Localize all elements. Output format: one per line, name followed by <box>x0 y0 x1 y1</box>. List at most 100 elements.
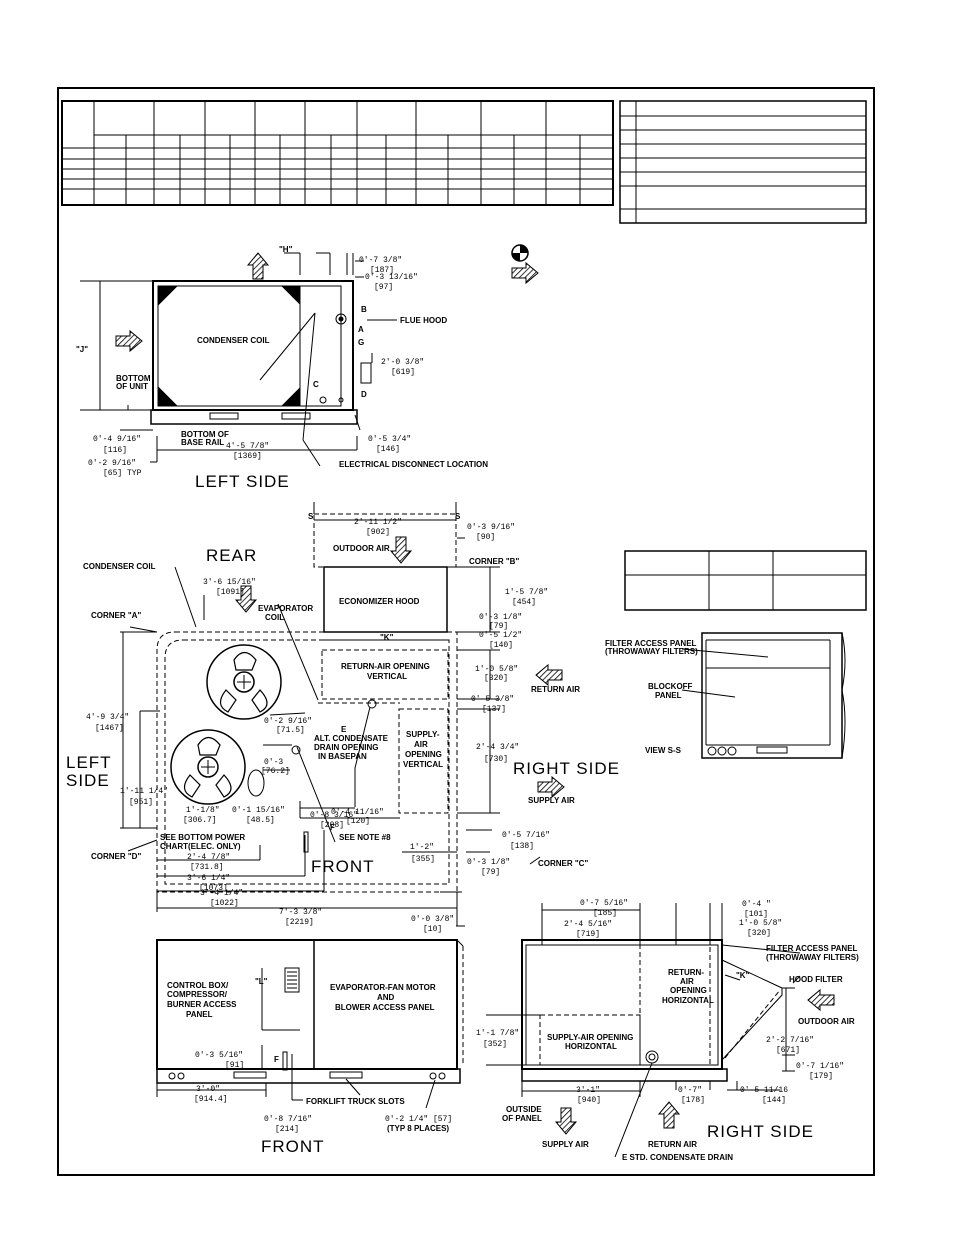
svg-text:[120]: [120] <box>346 817 370 826</box>
svg-text:[352]: [352] <box>483 1040 507 1049</box>
svg-text:ELECTRICAL DISCONNECT LOCATION: ELECTRICAL DISCONNECT LOCATION <box>339 460 488 469</box>
svg-text:[90]: [90] <box>476 533 495 542</box>
svg-text:0'-2 1/4" [57]: 0'-2 1/4" [57] <box>385 1115 452 1124</box>
svg-text:0'-8 7/16": 0'-8 7/16" <box>264 1115 312 1124</box>
svg-text:0'-5 1/2": 0'-5 1/2" <box>479 631 522 640</box>
svg-text:[91]: [91] <box>225 1061 244 1070</box>
svg-text:7'-3 3/8": 7'-3 3/8" <box>279 908 322 917</box>
svg-text:CHART(ELEC. ONLY): CHART(ELEC. ONLY) <box>160 842 241 851</box>
svg-text:[48.5]: [48.5] <box>246 816 275 825</box>
svg-text:HORIZONTAL: HORIZONTAL <box>565 1042 617 1051</box>
svg-text:CONTROL BOX/: CONTROL BOX/ <box>167 981 229 990</box>
rear-title: REAR <box>206 546 257 565</box>
svg-text:"K": "K" <box>736 971 750 980</box>
outdoor-air-arrow-right <box>807 989 835 1011</box>
svg-text:3'-6 15/16": 3'-6 15/16" <box>203 578 256 587</box>
svg-text:[619]: [619] <box>391 368 415 377</box>
svg-text:E STD. CONDENSATE DRAIN: E STD. CONDENSATE DRAIN <box>622 1153 733 1162</box>
left-side-title: LEFT SIDE <box>195 472 290 491</box>
svg-text:CONDENSER COIL: CONDENSER COIL <box>83 562 156 571</box>
left-title-1: LEFT <box>66 753 112 772</box>
view-ss-title: VIEW S-S <box>645 746 682 755</box>
svg-text:[214]: [214] <box>275 1125 299 1134</box>
svg-text:HORIZONTAL: HORIZONTAL <box>662 996 714 1005</box>
svg-text:G: G <box>358 338 364 347</box>
svg-text:VERTICAL: VERTICAL <box>403 760 443 769</box>
svg-text:1'-0 5/8": 1'-0 5/8" <box>475 665 518 674</box>
svg-text:"L": "L" <box>255 977 268 986</box>
svg-text:[902]: [902] <box>366 528 390 537</box>
svg-text:[76.2]: [76.2] <box>261 767 290 776</box>
svg-text:AIR: AIR <box>680 977 694 986</box>
svg-text:2'-2 7/16": 2'-2 7/16" <box>766 1036 814 1045</box>
supply-air-arrow-down <box>555 1107 577 1135</box>
svg-text:F: F <box>330 823 335 832</box>
svg-text:[1369]: [1369] <box>233 452 262 461</box>
center-of-gravity-icon <box>511 244 529 262</box>
svg-text:[454]: [454] <box>512 598 536 607</box>
svg-text:[10]: [10] <box>423 925 442 934</box>
supply-air-arrow <box>537 776 565 798</box>
return-air-arrow <box>535 664 563 686</box>
svg-text:COIL: COIL <box>265 613 284 622</box>
svg-text:[320]: [320] <box>484 674 508 683</box>
svg-text:SEE BOTTOM POWER: SEE BOTTOM POWER <box>160 833 245 842</box>
svg-text:3'-6 1/4": 3'-6 1/4" <box>187 874 230 883</box>
svg-text:AIR: AIR <box>414 740 428 749</box>
svg-text:[951]: [951] <box>129 798 153 807</box>
svg-text:0'-3 1/8": 0'-3 1/8" <box>467 858 510 867</box>
svg-text:0'-1 15/16": 0'-1 15/16" <box>232 806 285 815</box>
svg-text:"H": "H" <box>279 245 293 254</box>
svg-text:A: A <box>358 325 364 334</box>
svg-text:B: B <box>361 305 367 314</box>
svg-text:BLOCKOFF: BLOCKOFF <box>648 682 693 691</box>
svg-text:[730]: [730] <box>484 755 508 764</box>
svg-text:"K": "K" <box>380 633 394 642</box>
svg-text:0'-7 3/8": 0'-7 3/8" <box>359 256 402 265</box>
svg-text:S: S <box>455 512 461 521</box>
svg-text:[65] TYP: [65] TYP <box>103 469 142 478</box>
svg-text:C: C <box>313 380 319 389</box>
svg-text:EVAPORATOR: EVAPORATOR <box>258 604 313 613</box>
svg-text:1'-1/8": 1'-1/8" <box>186 806 220 815</box>
svg-text:FLUE HOOD: FLUE HOOD <box>400 316 447 325</box>
svg-text:[187]: [187] <box>370 266 394 275</box>
svg-text:[914.4]: [914.4] <box>194 1095 228 1104</box>
svg-text:RETURN-: RETURN- <box>668 968 704 977</box>
svg-text:0'-3 13/16": 0'-3 13/16" <box>365 273 418 282</box>
svg-text:2'-4 7/8": 2'-4 7/8" <box>187 853 230 862</box>
plan-view <box>120 502 541 927</box>
left-side-text: CONDENSER COIL FLUE HOOD BOTTOM OF UNIT … <box>76 245 488 491</box>
front-view <box>156 939 464 1109</box>
svg-text:ALT. CONDENSATE: ALT. CONDENSATE <box>314 734 389 743</box>
svg-text:[140]: [140] <box>489 641 513 650</box>
svg-text:3'-4 1/4": 3'-4 1/4" <box>200 889 243 898</box>
svg-text:PANEL: PANEL <box>186 1010 213 1019</box>
svg-text:4'-5 7/8": 4'-5 7/8" <box>226 442 269 451</box>
svg-text:[1022]: [1022] <box>210 899 239 908</box>
svg-text:[1467]: [1467] <box>95 724 124 733</box>
front-title: FRONT <box>261 1137 325 1156</box>
svg-text:0'-4 ": 0'-4 " <box>742 900 771 909</box>
airflow-right-arrow <box>115 330 143 352</box>
svg-text:S: S <box>308 512 314 521</box>
drawing-frame <box>57 87 875 1176</box>
svg-text:0'-5 7/16": 0'-5 7/16" <box>502 831 550 840</box>
svg-text:F: F <box>274 1055 279 1064</box>
svg-text:1'-11 1/4": 1'-11 1/4" <box>120 787 168 796</box>
svg-text:OF UNIT: OF UNIT <box>116 382 148 391</box>
svg-text:OUTDOOR AIR: OUTDOOR AIR <box>333 544 390 553</box>
view-ss <box>681 632 846 759</box>
left-title-2: SIDE <box>66 771 110 790</box>
svg-text:OPENING: OPENING <box>670 986 707 995</box>
svg-text:1'-0 5/8": 1'-0 5/8" <box>739 919 782 928</box>
svg-text:IN BASEPAN: IN BASEPAN <box>318 752 367 761</box>
svg-text:0'-3: 0'-3 <box>264 758 283 767</box>
svg-text:BOTTOM OF: BOTTOM OF <box>181 430 229 439</box>
svg-text:[116]: [116] <box>103 446 127 455</box>
connection-table <box>619 100 867 224</box>
svg-text:[71.5]: [71.5] <box>276 726 305 735</box>
svg-text:(THROWAWAY FILTERS): (THROWAWAY FILTERS) <box>766 953 859 962</box>
front-view-text: CONTROL BOX/ COMPRESSOR/ BURNER ACCESS P… <box>167 977 452 1156</box>
